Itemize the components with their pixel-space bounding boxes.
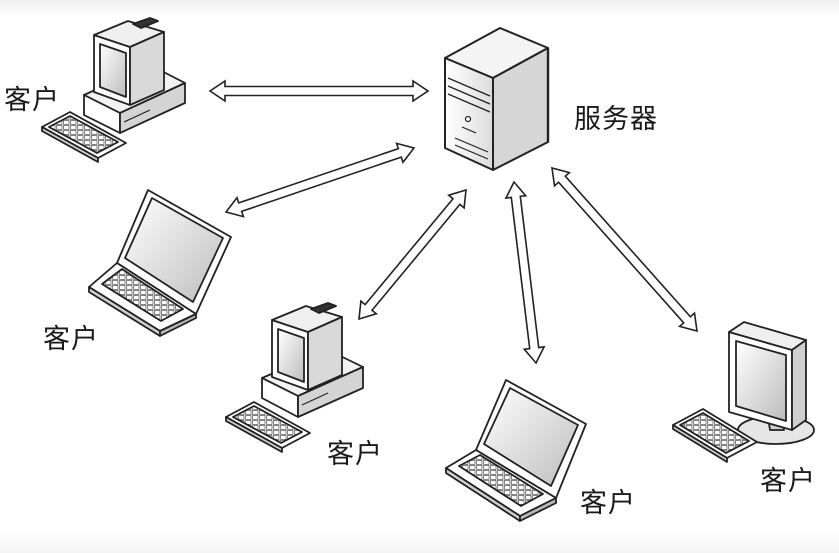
arrow-laptop-left	[224, 142, 416, 218]
server-tower-icon	[444, 27, 550, 171]
label-client-desktop-bottom: 客户	[327, 439, 383, 470]
laptop-icon-left	[88, 189, 232, 337]
arrow-desktop-bottom	[358, 188, 467, 321]
label-client-desktop-top: 客户	[4, 85, 60, 116]
laptop-icon-bottom	[445, 379, 587, 522]
desktop-computer-icon-top	[41, 17, 186, 163]
monitor-keyboard-icon-right	[672, 321, 815, 463]
label-server: 服务器	[574, 104, 658, 135]
label-client-monitor-right: 客户	[760, 466, 816, 497]
arrow-desktop-top	[208, 79, 430, 103]
arrow-laptop-bottom	[504, 180, 546, 365]
label-client-laptop-left: 客户	[43, 324, 99, 355]
desktop-computer-icon-bottom	[225, 302, 364, 453]
label-client-laptop-bottom: 客户	[580, 488, 636, 519]
arrow-monitor-right	[551, 166, 698, 333]
